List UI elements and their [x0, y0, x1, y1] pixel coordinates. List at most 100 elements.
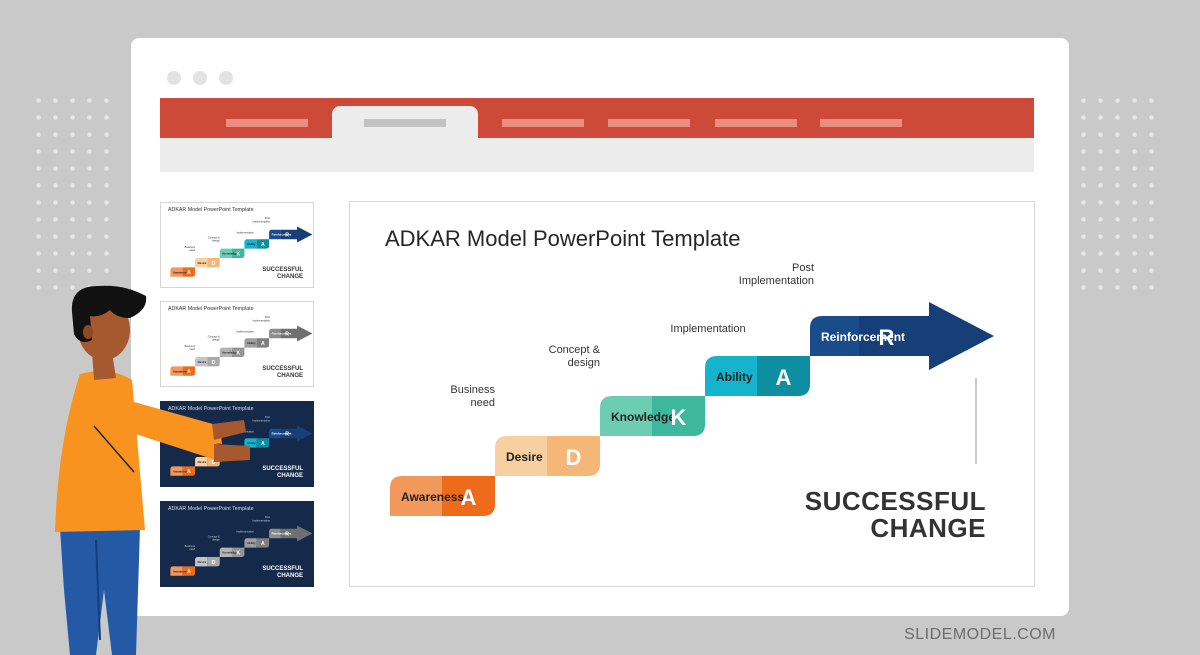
step-ability-letter-box — [256, 239, 270, 249]
step-label: Awareness — [401, 490, 464, 504]
step-label: Reinforcement — [272, 332, 292, 336]
window-close-dot[interactable] — [167, 71, 181, 85]
step-label: Ability — [716, 370, 753, 384]
step-label: Knowledge — [222, 350, 237, 354]
step-letter: R — [285, 432, 289, 438]
step-knowledge-bar — [600, 396, 652, 436]
annotation-line: Business — [185, 344, 196, 348]
person-pants — [60, 528, 140, 655]
person-front-arm — [92, 386, 222, 462]
annotation-line: design — [212, 338, 220, 342]
step-label: Ability — [247, 541, 256, 545]
ribbon-tab-5[interactable] — [715, 119, 797, 127]
step-label: Knowledge — [222, 550, 237, 554]
step-letter: K — [236, 251, 240, 257]
step-letter: R — [285, 332, 289, 338]
brand-watermark: SLIDEMODEL.COM — [904, 626, 1056, 643]
step-letter: D — [212, 460, 216, 466]
annotation-label: Implementation — [236, 330, 254, 334]
step-label: Reinforcement — [272, 532, 292, 536]
window-minimize-dot[interactable] — [193, 71, 207, 85]
window-maximize-dot[interactable] — [219, 71, 233, 85]
step-awareness-bar — [170, 566, 183, 576]
step-letter: A — [187, 569, 191, 575]
ribbon-tab-6[interactable] — [820, 119, 902, 127]
thumbnail-sc-line: SUCCESSFUL — [262, 466, 303, 472]
annotation-line: design — [568, 357, 600, 369]
step-knowledge-bar — [219, 347, 232, 357]
ribbon-tab-1[interactable] — [226, 119, 308, 127]
step-desire-letter-box — [207, 257, 220, 268]
step-ability-bar — [244, 538, 257, 548]
ribbon-tab-4[interactable] — [608, 119, 690, 127]
step-ability-letter-box — [757, 356, 810, 396]
ribbon — [160, 98, 1034, 172]
ribbon-tab-3[interactable] — [502, 119, 584, 127]
thumbnail-title: ADKAR Model PowerPoint Template — [168, 406, 254, 412]
step-desire-bar — [195, 257, 208, 268]
annotation-line: Post — [792, 262, 814, 274]
step-label: Awareness — [173, 469, 188, 473]
step-desire-bar — [195, 556, 208, 567]
annotation-label: Concept &design — [208, 534, 221, 541]
ribbon-tab-bar — [160, 98, 1034, 146]
step-awareness-letter-box — [182, 366, 196, 376]
annotation-line: Business — [185, 245, 196, 249]
annotation-line: need — [189, 248, 195, 252]
person-pants-seam — [95, 539, 101, 641]
annotation-line: Implementation — [739, 275, 814, 287]
slide-canvas: ADKAR Model PowerPoint Template Awarenes… — [349, 201, 1035, 587]
annotation-line: Post — [265, 315, 270, 319]
step-awareness-bar — [170, 366, 183, 376]
step-awareness-bar — [390, 476, 442, 516]
annotation-line: Concept & — [208, 534, 220, 538]
annotation-line: design — [212, 239, 220, 243]
step-desire-letter-box — [207, 556, 220, 567]
step-letter: A — [261, 242, 265, 248]
annotation-line: Concept & — [208, 334, 220, 338]
annotation-line: Business — [450, 384, 495, 396]
annotation-line: need — [471, 397, 495, 409]
ribbon-tab-active[interactable] — [332, 106, 478, 146]
annotation-line: Implementation — [252, 219, 270, 223]
annotation-line: need — [189, 547, 195, 551]
step-letter: K — [236, 350, 240, 356]
thumbnail-sc-line: CHANGE — [276, 473, 303, 479]
step-letter: A — [776, 365, 792, 390]
step-label: Desire — [198, 360, 207, 364]
step-label: Awareness — [173, 369, 188, 373]
change-word: CHANGE — [870, 513, 986, 543]
step-reinforcement-arrow — [280, 226, 313, 243]
step-knowledge-letter-box — [231, 547, 245, 557]
thumbnail-sc-line: CHANGE — [276, 274, 303, 280]
step-desire-bar — [495, 436, 547, 476]
annotation-line: Implementation — [236, 231, 254, 235]
thumbnail-title: ADKAR Model PowerPoint Template — [168, 506, 254, 512]
step-label: Ability — [247, 441, 256, 445]
step-letter: A — [187, 270, 191, 276]
step-ability-bar — [705, 356, 757, 396]
thumbnail-title: ADKAR Model PowerPoint Template — [168, 207, 254, 213]
step-reinforcement-bar — [269, 528, 281, 539]
thumbnail-sc-line: SUCCESSFUL — [262, 566, 303, 572]
step-knowledge-letter-box — [231, 347, 245, 357]
step-label: Desire — [198, 261, 207, 265]
step-letter: A — [261, 441, 265, 447]
step-letter: D — [566, 445, 582, 470]
step-label: Awareness — [173, 569, 188, 573]
step-reinforcement-arrow — [859, 302, 994, 370]
step-reinforcement-arrow — [280, 425, 313, 442]
annotation-line: Implementation — [236, 330, 254, 334]
